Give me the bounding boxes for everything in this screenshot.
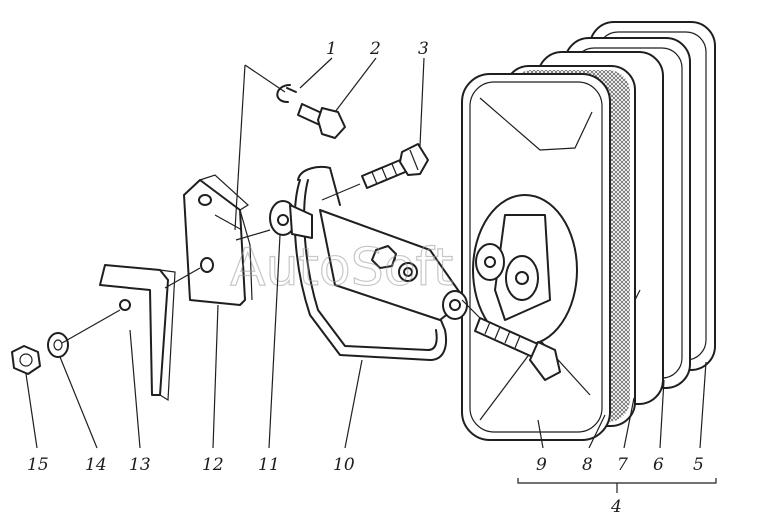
leader-lines xyxy=(25,57,717,493)
bracket-12 xyxy=(183,174,253,306)
callout-9: 9 xyxy=(536,455,547,475)
spring-washer-1 xyxy=(276,84,297,103)
callout-1: 1 xyxy=(326,39,337,59)
bolt-2 xyxy=(297,103,346,139)
clamp-11 xyxy=(269,200,313,239)
callout-12: 12 xyxy=(202,455,224,475)
mirror-housing-9 xyxy=(461,73,611,441)
callout-11: 11 xyxy=(258,455,280,475)
callout-8: 8 xyxy=(582,455,593,475)
callout-3: 3 xyxy=(418,39,429,59)
watermark-text: AutoSoft xyxy=(230,238,453,298)
callout-13: 13 xyxy=(129,455,151,475)
callout-2: 2 xyxy=(369,39,381,59)
plate-13 xyxy=(99,264,176,402)
callout-7: 7 xyxy=(617,455,628,475)
callout-6: 6 xyxy=(653,455,664,475)
bolt-3 xyxy=(361,143,429,189)
callout-10: 10 xyxy=(333,455,355,475)
callout-5: 5 xyxy=(693,455,704,475)
callout-4: 4 xyxy=(610,497,622,517)
callout-15: 15 xyxy=(27,455,49,475)
nut-15 xyxy=(11,345,41,375)
callout-14: 14 xyxy=(85,455,107,475)
assembly-lines xyxy=(61,64,481,344)
washer-14 xyxy=(47,332,69,358)
mounting-bolt-long xyxy=(474,317,561,381)
